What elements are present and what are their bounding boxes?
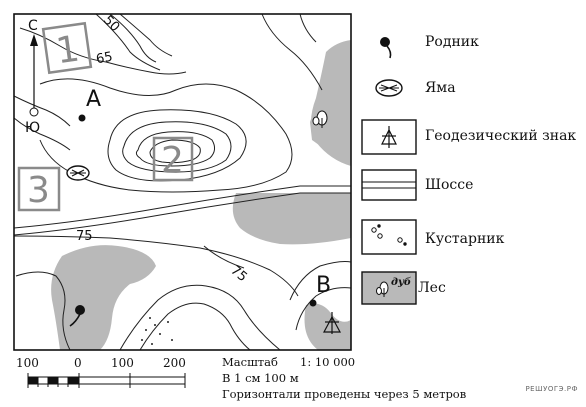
map-pit-icon <box>66 165 90 181</box>
map-tree-icon <box>312 110 328 128</box>
contour-bottom-right-2 <box>295 287 352 331</box>
contour-label-50: 50 <box>100 13 122 35</box>
contour-top-4 <box>19 27 187 75</box>
contour-hill-3 <box>135 131 216 167</box>
forest-bottom-right <box>304 303 351 350</box>
legend-label-pit: Яма <box>425 80 456 96</box>
forest-icon <box>376 281 389 297</box>
contour-label-75-left: 75 <box>76 229 93 244</box>
area-label-3: 3 <box>27 170 50 211</box>
contour-bottom-right-3 <box>203 245 245 269</box>
scale-ratio: 1: 10 000 <box>300 355 356 369</box>
map-frame <box>13 13 352 351</box>
scale-tick-0: 0 <box>74 356 82 370</box>
scale-tick-100: 100 <box>111 356 134 370</box>
point-a-label: А <box>86 87 101 112</box>
legend-label-forest: Лес <box>418 280 446 296</box>
contour-top-1 <box>109 13 157 63</box>
contour-75-lower <box>13 235 299 297</box>
scale-tick-200: 200 <box>163 356 186 370</box>
forest-right-middle <box>232 193 351 245</box>
shrub-dots <box>141 317 173 345</box>
shrub-icon <box>371 224 407 246</box>
area-label-1: 1 <box>54 29 82 73</box>
contour-left <box>13 117 71 151</box>
legend-label-geodetic: Геодезический знак <box>425 128 577 144</box>
contour-bottom-1 <box>15 271 71 351</box>
compass <box>29 34 39 117</box>
point-b-label: В <box>316 273 331 298</box>
pit-icon <box>375 79 403 97</box>
contour-top-2 <box>119 13 173 57</box>
area-frames <box>17 21 194 212</box>
contour-right <box>261 13 323 91</box>
area-frame-2 <box>152 136 194 182</box>
contour-bottom-2 <box>119 284 281 351</box>
point-b-marker <box>309 299 317 307</box>
scale-per-cm: В 1 см 100 м <box>222 371 299 385</box>
contour-hill-2 <box>122 121 232 173</box>
contour-left-2 <box>13 95 71 127</box>
forest-areas <box>51 14 351 350</box>
contour-hill-1 <box>107 109 247 182</box>
map-spring-icon <box>69 305 85 327</box>
geodetic-sign-icon <box>381 126 397 148</box>
legend-label-highway: Шоссе <box>425 177 474 193</box>
area-frame-1 <box>41 21 93 75</box>
contour-hill-4 <box>149 139 201 164</box>
compass-arrow-icon <box>30 34 38 46</box>
compass-north-label: С <box>28 18 38 34</box>
contour-outer <box>39 78 293 193</box>
highway <box>13 185 351 236</box>
contour-label-75-right: 75 <box>227 263 249 285</box>
scale-bar <box>27 373 186 388</box>
contour-label-65: 65 <box>95 50 114 68</box>
contour-bottom-right <box>289 261 352 301</box>
scale-contour-interval: Горизонтали проведены через 5 метров <box>222 387 467 401</box>
highway-icon <box>362 181 416 189</box>
scale-tick-100-left: 100 <box>16 356 39 370</box>
compass-south-label: Ю <box>25 120 40 136</box>
compass-end-icon <box>29 107 39 117</box>
legend-label-spring: Родник <box>425 34 479 50</box>
forest-bottom-left <box>51 245 156 350</box>
contour-right-2 <box>299 13 317 43</box>
forest-top-right-strip <box>311 40 351 166</box>
scale-title: Масштаб <box>222 355 278 369</box>
point-a-marker <box>78 114 86 122</box>
watermark: РЕШУОГЭ.РФ <box>525 385 578 393</box>
legend-label-shrub: Кустарник <box>425 231 505 247</box>
contour-lines <box>13 13 352 351</box>
map-geodetic-icon <box>323 312 341 334</box>
spring-icon <box>380 37 392 59</box>
contour-bottom-3 <box>139 302 251 351</box>
contour-top-3 <box>95 13 161 71</box>
area-frame-3 <box>17 166 61 212</box>
forest-note-label: дуб <box>391 277 411 288</box>
area-label-2: 2 <box>161 140 184 181</box>
